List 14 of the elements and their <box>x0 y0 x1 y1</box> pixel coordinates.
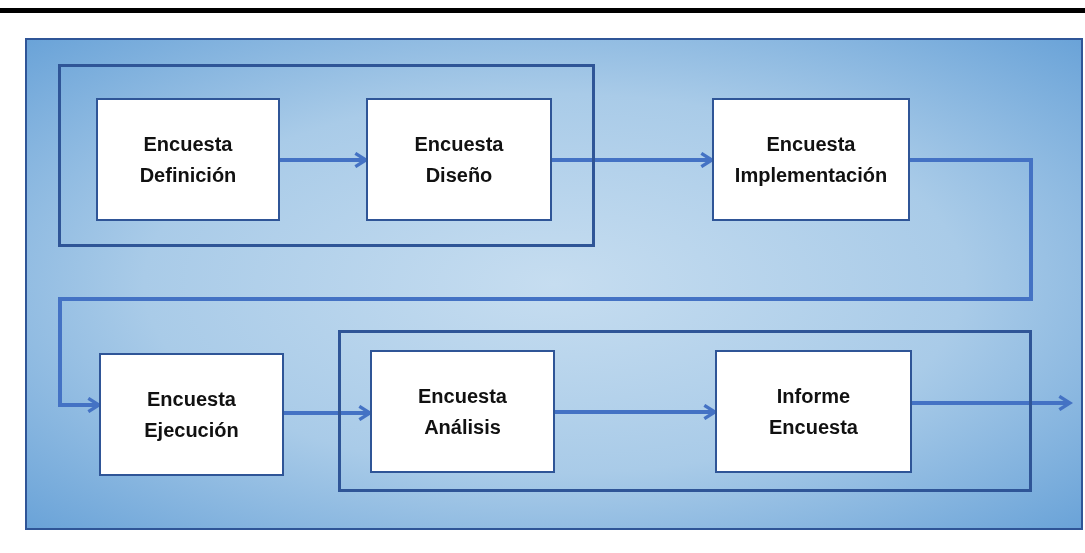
arrow <box>552 151 714 169</box>
arrow <box>555 403 717 421</box>
group-frame <box>58 64 595 247</box>
arrow <box>284 404 372 422</box>
group-frame <box>338 330 1032 492</box>
process-box: Encuesta Ejecución <box>99 353 284 476</box>
process-box: Encuesta Definición <box>96 98 280 221</box>
arrow <box>280 151 368 169</box>
arrow <box>58 158 1033 414</box>
process-box: Encuesta Análisis <box>370 350 555 473</box>
process-box: Encuesta Diseño <box>366 98 552 221</box>
process-box: Informe Encuesta <box>715 350 912 473</box>
process-box: Encuesta Implementación <box>712 98 910 221</box>
arrow <box>912 394 1072 412</box>
